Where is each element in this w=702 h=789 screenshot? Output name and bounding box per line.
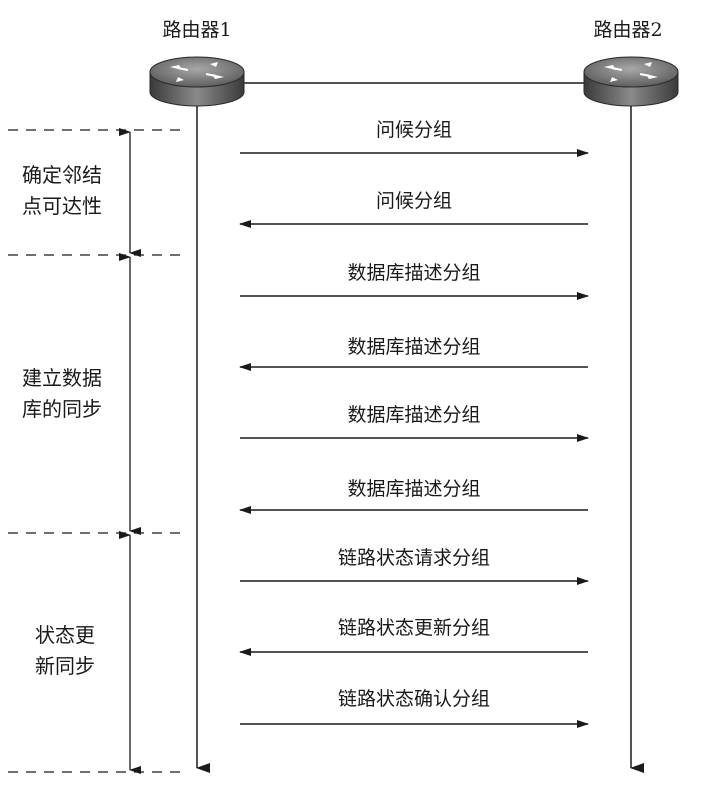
- router-1-label: 路由器1: [162, 19, 231, 41]
- router-1-icon: [149, 56, 245, 107]
- phase-3-label-line-2: 新同步: [35, 654, 95, 678]
- message-label: 问候分组: [376, 190, 452, 212]
- phase-2-label-line-1: 建立数据: [22, 366, 102, 390]
- phase-1-label-line-1: 确定邻结: [22, 163, 102, 187]
- message-label: 数据库描述分组: [347, 478, 480, 500]
- router-2-icon: [583, 56, 679, 107]
- message-label: 链路状态确认分组: [338, 688, 490, 710]
- message-group: 问候分组问候分组数据库描述分组数据库描述分组数据库描述分组数据库描述分组链路状态…: [239, 119, 589, 728]
- phase-3-label-line-1: 状态更: [35, 623, 95, 647]
- phase-2-label-line-2: 库的同步: [22, 397, 102, 421]
- message-label: 数据库描述分组: [347, 404, 480, 426]
- router-2-label: 路由器2: [593, 19, 662, 41]
- phase-1-label-line-2: 点可达性: [22, 194, 102, 218]
- message-label: 数据库描述分组: [347, 262, 480, 284]
- message-label: 数据库描述分组: [347, 336, 480, 358]
- message-label: 问候分组: [376, 119, 452, 141]
- message-label: 链路状态请求分组: [338, 547, 490, 569]
- message-label: 链路状态更新分组: [338, 617, 490, 639]
